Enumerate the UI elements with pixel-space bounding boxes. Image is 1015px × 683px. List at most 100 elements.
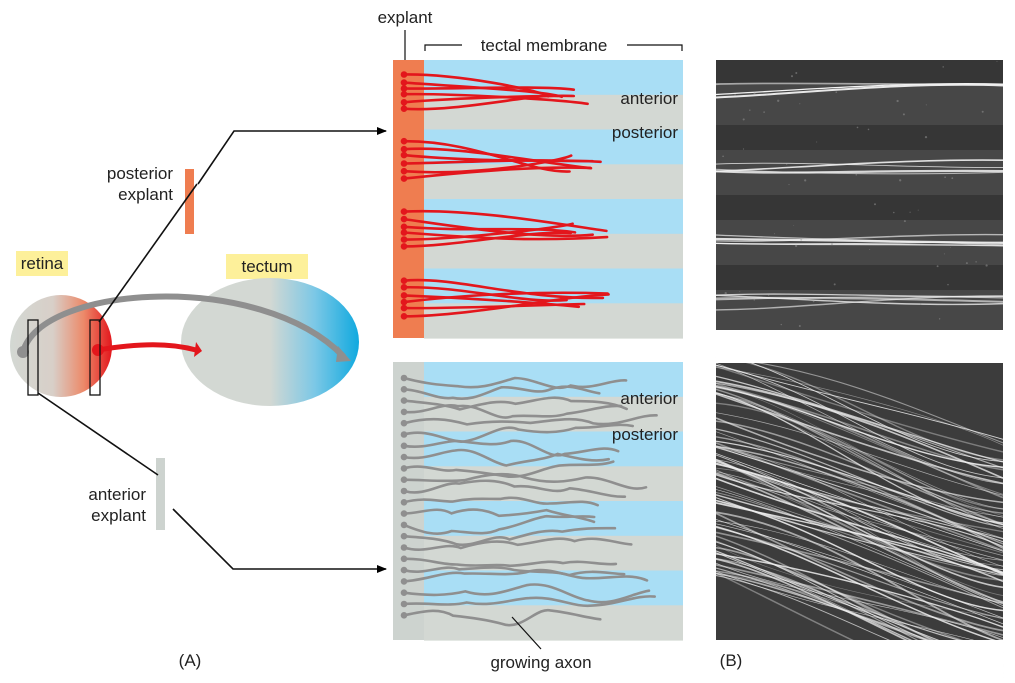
micrograph-fiber xyxy=(715,545,1004,618)
micrograph-speck xyxy=(903,220,906,223)
micrograph-fiber xyxy=(715,350,1004,463)
gray-axon xyxy=(402,439,620,457)
panel-a-label: (A) xyxy=(179,651,202,670)
micrograph-speck xyxy=(830,243,834,246)
micrograph-speck xyxy=(835,91,838,94)
gray-axon-cell-body xyxy=(400,544,408,551)
micrograph-fiber xyxy=(715,459,1004,589)
arrow-to-anterior-assay xyxy=(172,508,387,573)
micrograph-fiber xyxy=(715,384,1004,499)
micrograph-speck xyxy=(985,264,988,267)
gray-axon-cell-body xyxy=(400,419,408,427)
micrograph-fiber xyxy=(715,355,1004,461)
micrograph-speck xyxy=(739,290,741,292)
anterior-connector-line xyxy=(37,392,159,476)
micrograph-speck xyxy=(734,94,737,96)
red-axon xyxy=(402,147,593,170)
anterior-membrane-stripe xyxy=(424,303,683,339)
red-axon-cell-body xyxy=(400,90,408,98)
micrograph-fiber xyxy=(715,472,1004,604)
anterior-explant-label-line1: anterior xyxy=(88,485,146,504)
micrograph-speck xyxy=(777,99,780,102)
red-axon-cell-body xyxy=(400,243,408,250)
red-axons xyxy=(400,71,610,320)
micrograph-fiber xyxy=(715,367,1004,446)
micrograph-speck xyxy=(873,203,877,206)
micrograph-fiber xyxy=(715,458,1004,582)
gray-axon-cell-body xyxy=(400,600,408,608)
micrograph-fiber xyxy=(715,159,1004,173)
growing-axon-pointer xyxy=(511,616,542,650)
panel-b-label: (B) xyxy=(720,651,743,670)
anterior-explant-region-box xyxy=(27,319,39,396)
gray-axon xyxy=(402,583,651,604)
gray-axon-cell-body xyxy=(400,578,408,585)
red-axon xyxy=(402,291,609,304)
red-axon-cell-body xyxy=(400,277,408,285)
micrograph-speck xyxy=(920,303,922,305)
micrograph-fiber xyxy=(715,462,1004,561)
micrograph-speck xyxy=(924,135,928,139)
micrograph-speck xyxy=(925,104,927,106)
micrograph-speck xyxy=(896,99,899,103)
gray-axon-cell-body xyxy=(400,532,408,540)
micrograph-speck xyxy=(766,94,768,96)
red-axon-cell-body xyxy=(400,175,408,182)
micrograph-speck xyxy=(793,225,795,226)
micrograph-speck xyxy=(899,179,902,182)
red-axon-cell-body xyxy=(400,145,408,153)
micrograph-fiber xyxy=(715,393,1004,510)
micrograph-speck xyxy=(833,283,836,286)
micrograph-fiber xyxy=(715,572,951,683)
micrograph-fiber xyxy=(715,440,1004,526)
micrograph-speck xyxy=(965,262,968,265)
top-posterior-stripe-label: posterior xyxy=(612,123,678,142)
growing-axon-label: growing axon xyxy=(490,653,591,672)
posterior-retina-cell-body xyxy=(92,344,104,356)
tectum-label-highlight xyxy=(226,254,308,279)
micrograph-fiber xyxy=(715,512,1004,632)
micrograph-dark-band xyxy=(716,195,1003,220)
micrograph-speck xyxy=(788,184,790,186)
micrograph-fiber xyxy=(715,82,1004,86)
micrograph-speck xyxy=(816,141,818,143)
red-axon-cell-body xyxy=(400,236,408,243)
retina-label-highlight xyxy=(16,251,68,276)
gray-axon-cell-body xyxy=(400,397,408,404)
red-axon-cell-body xyxy=(400,313,408,320)
micrograph-speck xyxy=(800,238,803,241)
gray-axon-cell-body xyxy=(400,465,408,472)
micrograph-speck xyxy=(798,325,801,327)
gray-axon xyxy=(402,508,596,524)
micrograph-fiber xyxy=(715,472,1004,597)
micrograph-fiber xyxy=(715,497,1004,576)
micrograph-dark-band xyxy=(716,60,1003,85)
red-axon-cell-body xyxy=(400,160,408,167)
micrograph-fiber xyxy=(715,469,1004,556)
micrograph-speck xyxy=(794,244,798,248)
red-axon-cell-body xyxy=(400,304,408,312)
posterior-explant-label-line2: explant xyxy=(118,185,173,204)
micrograph-speck xyxy=(795,71,798,75)
micrograph-speck xyxy=(944,176,946,179)
micrograph-fiber xyxy=(715,420,1004,525)
micrograph-fiber xyxy=(715,526,1004,620)
anterior-membrane-stripe xyxy=(424,396,683,433)
micrograph-dark-band xyxy=(716,265,1003,290)
gray-axon xyxy=(402,514,596,535)
micrograph-fiber xyxy=(715,442,1004,552)
micrograph-speck xyxy=(867,128,870,131)
gray-axon xyxy=(402,385,601,400)
gray-axon-cell-body xyxy=(400,374,408,382)
red-axon-cell-body xyxy=(400,151,408,159)
red-axon xyxy=(402,86,576,91)
red-axon xyxy=(402,166,592,180)
gray-axon xyxy=(402,595,656,608)
red-axon-cell-body xyxy=(400,229,408,236)
micrograph-speck xyxy=(724,292,727,295)
gray-axon xyxy=(402,479,627,499)
micrograph-dark-band xyxy=(716,125,1003,150)
panel-b: (B) xyxy=(715,60,1004,683)
micrograph-speck xyxy=(753,299,756,301)
red-axon-cell-body xyxy=(400,85,408,92)
